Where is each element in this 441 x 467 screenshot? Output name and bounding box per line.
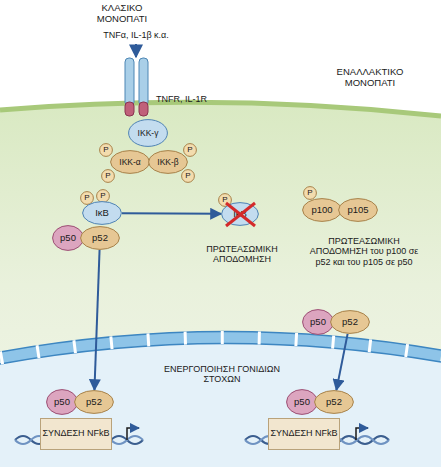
- phosphate-circle: P: [183, 143, 197, 157]
- node-text: P: [103, 146, 108, 154]
- node-text: IκB: [233, 209, 247, 219]
- phosphate-circle: P: [181, 169, 195, 183]
- subunit-p50: p50: [52, 225, 84, 251]
- receptor-tail: [125, 102, 134, 116]
- nuclear-envelope-edge: [0, 331, 441, 352]
- subunit-p52: p52: [80, 226, 120, 250]
- node-shape: [315, 391, 354, 414]
- node-text: IKK-γ: [138, 129, 159, 138]
- nuclear-envelope-edge: [0, 343, 441, 364]
- node-text: P: [222, 196, 227, 204]
- process-note: ΠΡΩΤΕΑΣΩΜΙΚΗ ΑΠΟΔΟΜΗΣΗ: [192, 244, 292, 265]
- protein-complex: IKK-γ: [128, 119, 168, 147]
- node-shape: [53, 226, 84, 251]
- node-text: p50: [54, 397, 70, 407]
- node-shape: [184, 144, 197, 157]
- binding-box: ΣΥΝΔΕΣΗ NFkB: [40, 418, 112, 450]
- node-shape: [339, 199, 378, 222]
- node-text: p100: [311, 205, 332, 215]
- inhibitor-protein: IκB: [82, 201, 122, 225]
- ligand-label: TNFα, IL-1β κ.α.: [88, 30, 184, 40]
- phosphate-circle: P: [96, 189, 110, 203]
- subunit-p50: p50: [46, 389, 78, 415]
- cytoplasm: [0, 102, 441, 467]
- precursor-protein: p105: [338, 198, 378, 222]
- pathway-arrow: [122, 212, 221, 215]
- node-text: IκB: [95, 208, 109, 218]
- node-shape: [83, 202, 122, 225]
- node-shape: [222, 203, 259, 226]
- node-text: p50: [60, 233, 76, 243]
- node-shape: [81, 227, 120, 250]
- node-text: p50: [310, 317, 326, 327]
- pathway-arrow: [336, 334, 347, 390]
- nucleus: [0, 341, 441, 467]
- node-text: ΣΥΝΔΕΣΗ NFkB: [42, 429, 109, 438]
- node-shape: [97, 190, 110, 203]
- subunit-p52: p52: [314, 390, 354, 414]
- node-shape: [182, 170, 195, 183]
- phosphate-circle: P: [99, 143, 113, 157]
- node-shape: [303, 310, 334, 335]
- pathway-title: ΕΝΑΛΛΑΚΤΙΚΟ ΜΟΝΟΠΑΤΙ: [322, 67, 418, 89]
- pathway-arrow: [94, 250, 99, 390]
- precursor-protein: p100: [302, 198, 342, 222]
- protein-complex: IKK-β: [148, 150, 188, 174]
- node-shape: [269, 419, 340, 450]
- node-text: IKK-α: [119, 158, 140, 167]
- node-text: p52: [326, 397, 342, 407]
- pathway-title: ΚΛΑΣΙΚΟ ΜΟΝΟΠΑΤΙ: [87, 3, 157, 25]
- node-text: p52: [342, 317, 358, 327]
- node-shape: [331, 311, 370, 334]
- receptor-chain: [139, 58, 148, 106]
- node-text: ΣΥΝΔΕΣΗ NFkB: [270, 429, 337, 438]
- node-text: P: [84, 194, 89, 202]
- node-shape: [111, 151, 150, 174]
- subunit-p50: p50: [302, 309, 334, 335]
- degraded-protein: IκB: [221, 202, 259, 226]
- subunit-p52: p52: [74, 390, 114, 414]
- receptor-tail: [139, 102, 148, 116]
- node-text: IKK-β: [157, 158, 178, 167]
- node-text: p52: [92, 233, 108, 243]
- ligand-arrow: [135, 44, 137, 57]
- node-shape: [100, 144, 113, 157]
- node-text: P: [100, 192, 105, 200]
- node-shape: [304, 187, 317, 200]
- phosphate-circle: P: [101, 169, 115, 183]
- node-text: P: [187, 146, 192, 154]
- transcription-start: [356, 428, 368, 440]
- node-shape: [149, 151, 188, 174]
- subunit-p50: p50: [286, 389, 318, 415]
- process-note: ΕΝΕΡΓΟΠΟΙΗΣΗ ΓΟΝΙΔΙΩΝ ΣΤΟΧΩΝ: [162, 364, 282, 385]
- binding-box: ΣΥΝΔΕΣΗ NFkB: [268, 418, 340, 450]
- transcription-start: [127, 428, 139, 440]
- node-text: P: [185, 172, 190, 180]
- node-shape: [41, 419, 112, 450]
- node-text: p50: [294, 397, 310, 407]
- node-shape: [287, 390, 318, 415]
- node-text: P: [105, 172, 110, 180]
- receptor-chain: [125, 58, 134, 106]
- node-text: p52: [86, 397, 102, 407]
- subunit-p52: p52: [330, 310, 370, 334]
- node-shape: [47, 390, 78, 415]
- node-shape: [81, 192, 94, 205]
- process-note: ΠΡΩΤΕΑΣΩΜΙΚΗ ΑΠΟΔΟΜΗΣΗ του p100 σε p52 κ…: [303, 236, 425, 267]
- node-text: P: [307, 189, 312, 197]
- node-text: p105: [347, 205, 368, 215]
- phosphate-circle: P: [303, 186, 317, 200]
- protein-complex: IKK-α: [110, 150, 150, 174]
- nuclear-pore: [0, 337, 441, 358]
- node-shape: [75, 391, 114, 414]
- node-shape: [303, 199, 342, 222]
- node-shape: [102, 170, 115, 183]
- node-shape: [129, 120, 168, 147]
- cell-membrane: [0, 102, 441, 116]
- receptor-label: TNFR, IL-1R: [156, 94, 236, 104]
